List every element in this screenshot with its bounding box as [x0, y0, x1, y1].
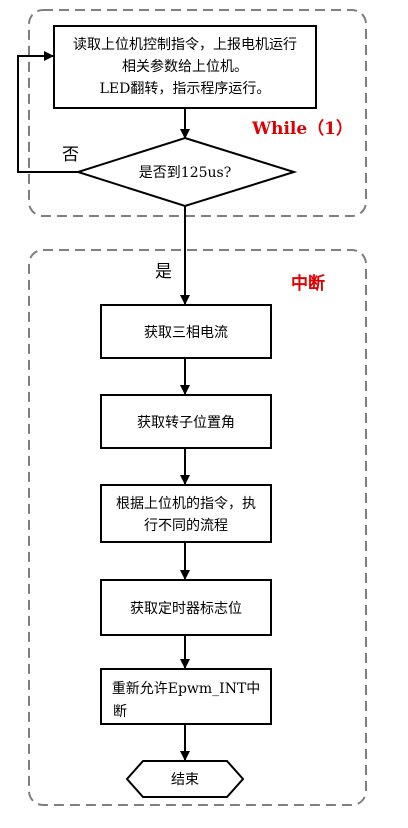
step-4-text: 获取定时器标志位 [130, 601, 242, 617]
step-3-line-1: 根据上位机的指令，执 [116, 496, 256, 512]
step-5-line-1: 重新允许Epwm_INT中 [112, 681, 261, 697]
read-command-line-1: 读取上位机控制指令，上报电机运行 [73, 36, 297, 53]
yes-label: 是 [155, 262, 172, 282]
while-loop-region [28, 9, 367, 217]
step-box-4 [100, 579, 272, 636]
step-3-line-2: 行不同的流程 [144, 518, 228, 534]
step-box-5 [100, 668, 272, 725]
while-label: While（1） [251, 118, 353, 139]
no-label: 否 [62, 145, 79, 165]
end-text: 结束 [171, 772, 199, 788]
interrupt-region [28, 249, 367, 806]
decision-text: 是否到125us? [139, 165, 231, 181]
step-2-text: 获取转子位置角 [137, 415, 235, 431]
end-terminator [125, 760, 245, 798]
step-box-3 [100, 484, 272, 543]
read-command-line-2: 相关参数给上位机。 [122, 58, 248, 75]
no-loop-line [17, 51, 78, 173]
step-5-line-2: 断 [113, 704, 127, 720]
read-command-line-3: LED翻转，指示程序运行。 [100, 81, 271, 97]
step-box-1 [100, 304, 272, 359]
step-1-text: 获取三相电流 [144, 325, 228, 341]
interrupt-label: 中断 [291, 273, 325, 294]
